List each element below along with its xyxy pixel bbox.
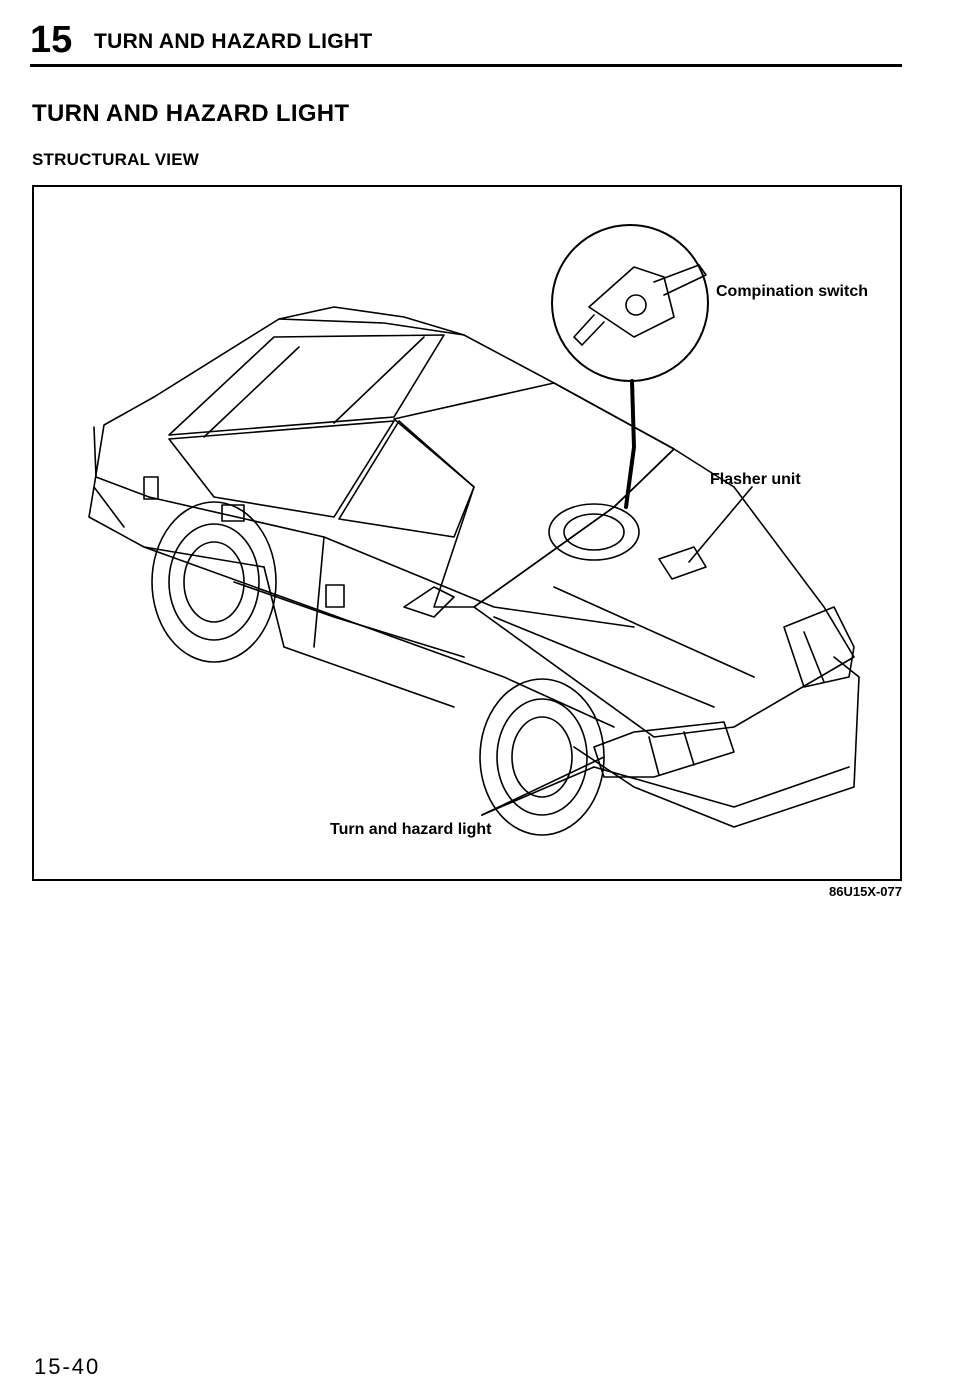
- car-illustration: [88, 224, 860, 836]
- figure-code: 86U15X-077: [829, 884, 902, 899]
- chapter-title: TURN AND HAZARD LIGHT: [94, 30, 373, 53]
- turn-hazard-light-label: Turn and hazard light: [330, 821, 492, 838]
- subsection-title: STRUCTURAL VIEW: [32, 150, 200, 169]
- flasher-unit-label: Flasher unit: [710, 471, 801, 488]
- header-rule: [30, 64, 902, 67]
- page-number: 15-40: [34, 1354, 101, 1379]
- combination-switch-label: Compination switch: [716, 283, 868, 300]
- page-header: 15 TURN AND HAZARD LIGHT: [30, 18, 910, 68]
- structural-view-figure: Compination switch Flasher unit Turn and…: [32, 185, 902, 881]
- section-title: TURN AND HAZARD LIGHT: [32, 100, 350, 127]
- chapter-number: 15: [30, 19, 73, 61]
